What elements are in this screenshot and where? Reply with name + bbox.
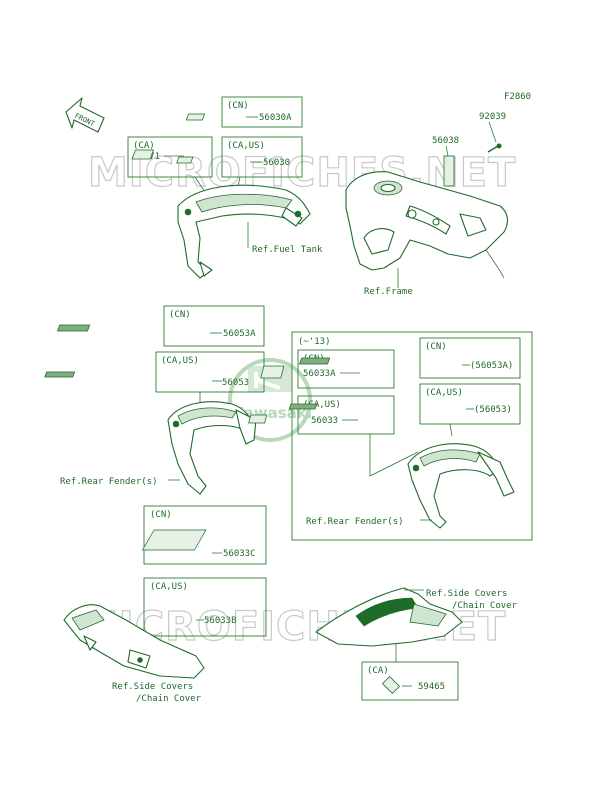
sticker-56071: [131, 149, 154, 160]
screw-92039: [487, 143, 502, 153]
callout-box-cn-56053a: [163, 305, 265, 347]
callout-cn-56033c-part: 56033C: [223, 549, 256, 559]
callout-caus-56033-part: 56033: [311, 416, 338, 426]
ref-rear-fender-left: Ref.Rear Fender(s): [60, 477, 158, 487]
ref-side-covers-left-2: /Chain Cover: [136, 694, 202, 704]
fuel-tank-cover-part: [177, 184, 311, 279]
sticker-56053-y13: [288, 403, 318, 410]
sticker-56053: [44, 371, 76, 378]
callout-box-caus-56030: [221, 136, 303, 178]
sticker-59465: [381, 675, 401, 695]
side-cover-right-part: [315, 587, 463, 647]
side-cover-left-part: [63, 604, 205, 679]
callout-box-caus-56053-y13: [419, 383, 521, 425]
callout-caus-56030-part: 56030: [263, 158, 290, 168]
sticker-56030a: [185, 113, 206, 121]
ref-side-covers-right-1: Ref.Side Covers: [426, 589, 507, 599]
frame-part: [345, 171, 509, 279]
callout-ca-56071-group: (CA): [133, 141, 155, 151]
callout-cn-56053a-y13-group: (CN): [425, 342, 447, 352]
ref-frame: Ref.Frame: [364, 287, 413, 297]
callout-cn-56053a-part: 56053A: [223, 329, 256, 339]
part-92039: 92039: [479, 112, 506, 122]
callout-caus-56053-y13-part: (56053): [474, 405, 512, 415]
callout-caus-56030-group: (CA,US): [227, 141, 265, 151]
front-arrow-icon: FRONT: [65, 97, 105, 133]
callout-cn-56033a-part: 56033A: [303, 369, 336, 379]
figure-code: F2860: [504, 92, 531, 102]
callout-ca-59465-group: (CA): [367, 666, 389, 676]
ref-side-covers-right-2: /Chain Cover: [452, 601, 518, 611]
callout-caus-56053-y13-group: (CA,US): [425, 388, 463, 398]
callout-caus-56053-part: 56053: [222, 378, 249, 388]
callout-box-caus-56033b: [143, 577, 267, 637]
callout-box-caus-56033: [297, 395, 395, 435]
callout-caus-56033-group: (CA,US): [303, 400, 341, 410]
callout-box-cn-56030a: [221, 96, 303, 128]
sticker-56053a-y13: [298, 357, 331, 365]
sticker-56033a: [260, 365, 285, 379]
callout-caus-56053-group: (CA,US): [161, 356, 199, 366]
ref-fuel-tank: Ref.Fuel Tank: [252, 245, 323, 255]
sticker-56030: [176, 156, 194, 164]
callout-caus-56033b-part: 56033B: [204, 616, 237, 626]
callout-cn-56033c-group: (CN): [150, 510, 172, 520]
ref-side-covers-left-1: Ref.Side Covers: [112, 682, 193, 692]
callout-y13-title: (~'13): [298, 337, 331, 347]
callout-box-cn-56053a-y13: [419, 337, 521, 379]
callout-cn-56030a-group: (CN): [227, 101, 249, 111]
ref-rear-fender-right: Ref.Rear Fender(s): [306, 517, 404, 527]
rear-fender-left-part: [167, 401, 257, 495]
callout-box-cn-56033a: [297, 349, 395, 389]
callout-cn-56053a-group: (CN): [169, 310, 191, 320]
callout-box-cn-56033c: [143, 505, 267, 565]
callout-box-ca-59465: [361, 661, 459, 701]
rear-fender-right-part: [407, 443, 515, 529]
callout-cn-56030a-part: 56030A: [259, 113, 292, 123]
sticker-56033: [248, 414, 268, 424]
sticker-56053a: [56, 324, 91, 332]
callout-group-y13: [291, 331, 533, 541]
part-56038: 56038: [432, 136, 459, 146]
callout-box-ca-56071: [127, 136, 213, 178]
sticker-56033c: [141, 529, 207, 551]
sticker-56038: [443, 155, 455, 187]
callout-caus-56033b-group: (CA,US): [150, 582, 188, 592]
callout-cn-56053a-y13-part: (56053A): [470, 361, 513, 371]
callout-ca-59465-part: 59465: [418, 682, 445, 692]
